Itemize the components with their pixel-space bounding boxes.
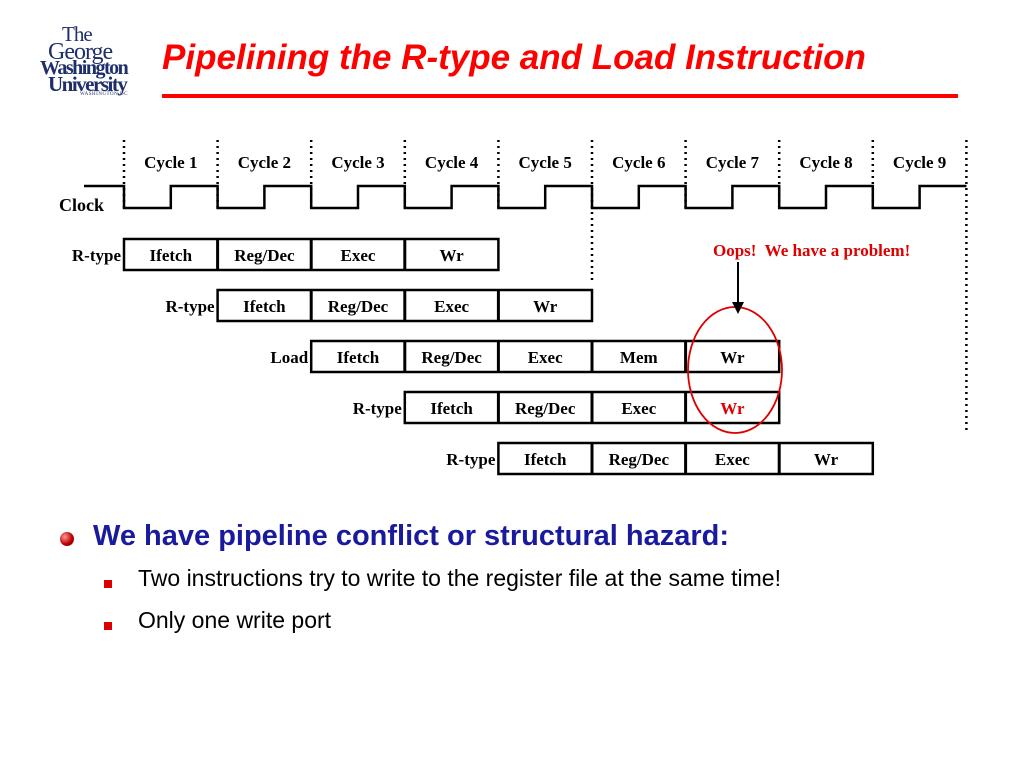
cycle-label: Cycle 4	[425, 153, 479, 172]
square-bullet-icon	[104, 580, 112, 588]
pipeline-diagram: Cycle 1 Cycle 2 Cycle 3 Cycle 4 Cycle 5 Cycle…	[59, 140, 968, 476]
university-logo: The George Washington University WASHING…	[40, 22, 162, 98]
stage-label: Ifetch	[337, 348, 380, 367]
cycle-labels: Cycle 1 Cycle 2 Cycle 3 Cycle 4 Cycle 5 Cycle…	[144, 153, 946, 172]
logo-line-4: University	[48, 72, 128, 96]
instruction-row: R-type Ifetch Reg/Dec Exec Wr	[353, 390, 781, 425]
cycle-label: Cycle 9	[893, 153, 946, 172]
logo-line-5: WASHINGTON DC	[80, 92, 128, 97]
instruction-row: R-type Ifetch Reg/Dec Exec Wr	[72, 237, 500, 272]
cycle-dividers	[122, 140, 968, 432]
sphere-bullet-icon	[60, 532, 74, 546]
stage-label: Ifetch	[150, 246, 193, 265]
cycle-label: Cycle 5	[519, 153, 572, 172]
title-underline	[162, 94, 958, 98]
clock-label: Clock	[59, 195, 104, 215]
stage-label: Exec	[621, 399, 656, 418]
problem-annotation: Oops! We have a problem!	[713, 241, 910, 260]
stage-label: Wr	[720, 348, 745, 367]
stage-label: Wr	[720, 399, 745, 418]
bullet-list: We have pipeline conflict or structural …	[60, 518, 1000, 644]
stage-label: Reg/Dec	[421, 348, 482, 367]
stage-label: Wr	[439, 246, 464, 265]
stage-label: Reg/Dec	[328, 297, 389, 316]
stage-label: Ifetch	[524, 450, 567, 469]
logo-line-2: George	[48, 39, 113, 65]
stage-label: Reg/Dec	[609, 450, 670, 469]
cycle-label: Cycle 6	[612, 153, 665, 172]
stage-label: Exec	[528, 348, 563, 367]
stage-label: Exec	[341, 246, 376, 265]
sub-bullet-item: Only one write port	[60, 602, 1000, 644]
logo-line-1: The	[62, 22, 93, 46]
logo-line-3: Washington	[40, 57, 129, 79]
cycle-label: Cycle 2	[238, 153, 291, 172]
instruction-row: R-type Ifetch Reg/Dec Exec Wr	[165, 288, 594, 323]
instruction-box	[309, 339, 781, 374]
stage-label: Reg/Dec	[234, 246, 295, 265]
instruction-row: Load Ifetch Reg/Dec Exec Mem Wr	[270, 339, 781, 374]
sub-bullet-item: Two instructions try to write to the reg…	[60, 560, 1000, 602]
stage-label: Mem	[620, 348, 658, 367]
instruction-label: R-type	[446, 450, 496, 469]
instruction-label: R-type	[165, 297, 215, 316]
instruction-row: R-type Ifetch Reg/Dec Exec Wr	[446, 441, 875, 476]
sub-bullet-text: Only one write port	[138, 607, 332, 633]
bullet-heading-text: We have pipeline conflict or structural …	[93, 520, 729, 552]
annotation-arrow-head	[732, 302, 744, 314]
stage-label: Wr	[533, 297, 558, 316]
instruction-label: Load	[270, 348, 308, 367]
stage-label: Exec	[434, 297, 469, 316]
clock-waveform	[84, 184, 967, 210]
instruction-label: R-type	[72, 246, 122, 265]
stage-label: Ifetch	[243, 297, 286, 316]
stage-label: Reg/Dec	[515, 399, 576, 418]
square-bullet-icon	[104, 622, 112, 630]
sub-bullet-text: Two instructions try to write to the reg…	[138, 565, 781, 591]
cycle-label: Cycle 3	[331, 153, 384, 172]
cycle-label: Cycle 8	[799, 153, 852, 172]
stage-label: Exec	[715, 450, 750, 469]
stage-label: Wr	[814, 450, 839, 469]
stage-label: Ifetch	[430, 399, 473, 418]
instruction-label: R-type	[353, 399, 403, 418]
cycle-label: Cycle 1	[144, 153, 197, 172]
bullet-heading-item: We have pipeline conflict or structural …	[60, 518, 1000, 560]
slide-title: Pipelining the R-type and Load Instructi…	[162, 38, 866, 77]
cycle-label: Cycle 7	[706, 153, 760, 172]
